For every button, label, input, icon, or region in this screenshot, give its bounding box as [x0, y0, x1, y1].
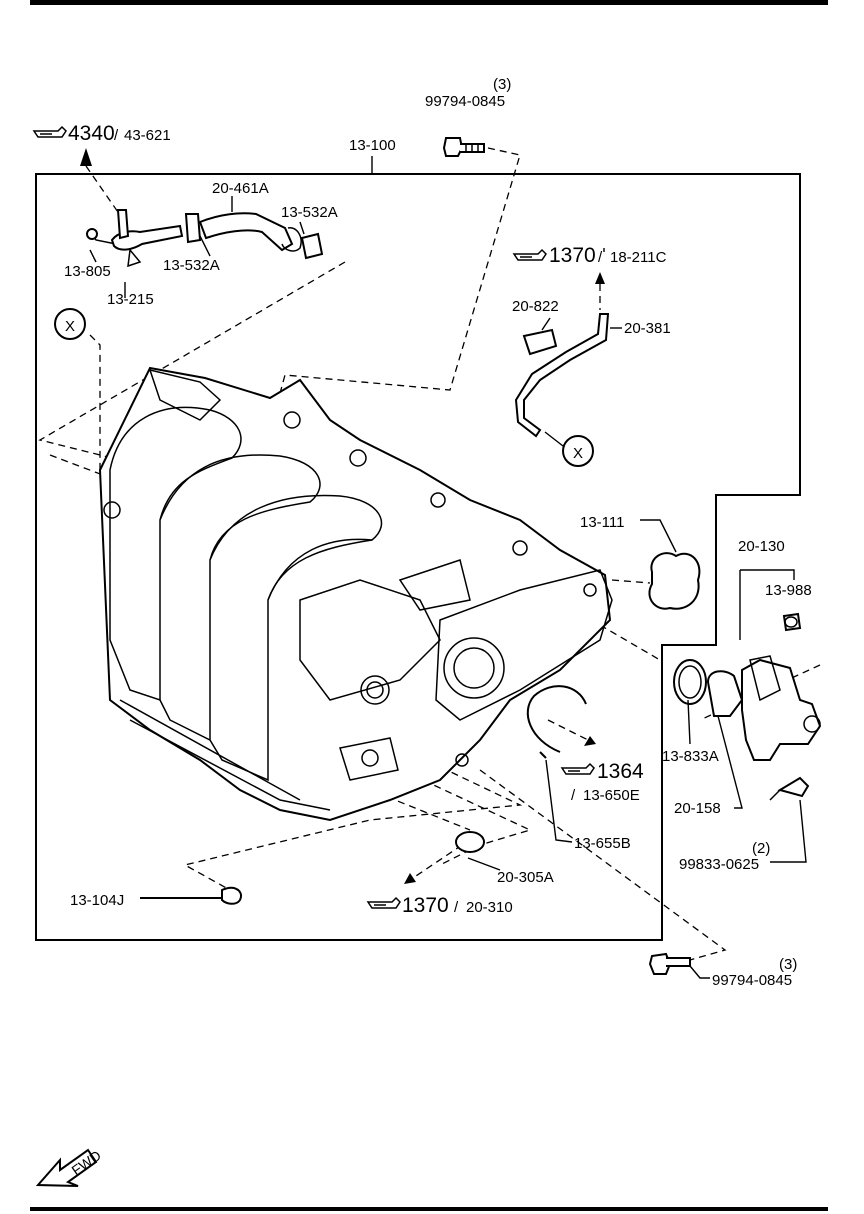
- label-13-655b: 13-655B: [574, 835, 631, 852]
- ref-4340-sep: /: [114, 127, 119, 144]
- ref-4340: 4340: [68, 122, 115, 145]
- label-13-532a-left: 13-532A: [163, 257, 220, 274]
- thermostat-housing: [673, 612, 822, 761]
- label-20-130: 20-130: [738, 538, 785, 555]
- label-20-381: 20-381: [624, 320, 671, 337]
- plug-13-104j: [221, 886, 242, 905]
- dash-20-305a: [379, 759, 532, 866]
- hand-pointer-icon: [512, 248, 547, 261]
- dash-pipe: [38, 261, 346, 461]
- label-13-215: 13-215: [107, 291, 154, 308]
- label-13-532a-right: 13-532A: [281, 204, 338, 221]
- bolt-top: [442, 137, 485, 157]
- label-13-100: 13-100: [349, 137, 396, 154]
- label-20-822: 20-822: [512, 298, 559, 315]
- bolt-bottom: [648, 952, 691, 975]
- water-pipe-assembly: [86, 209, 324, 268]
- dash-13-111: [611, 579, 651, 584]
- arrow-up-icon: [595, 272, 605, 284]
- ref-1370-a-sep: /: [598, 249, 603, 266]
- ref-1364: 1364: [597, 760, 644, 783]
- label-20-158: 20-158: [674, 800, 721, 817]
- label-13-104j: 13-104J: [70, 892, 124, 909]
- ref-18-211c: 18-211C: [610, 249, 667, 266]
- label-99794-top: 99794-0845: [425, 93, 505, 110]
- ref-1370-b-sep: /: [454, 899, 459, 916]
- dash-bottom-bolt: [479, 769, 727, 961]
- x-mark-left: X: [54, 308, 86, 340]
- label-99794-bottom: 99794-0845: [712, 972, 792, 989]
- ref-1370-a: 1370: [549, 244, 596, 267]
- ref-13-650e: 13-650E: [583, 787, 640, 804]
- qty-top-bolt: (3): [493, 76, 511, 93]
- label-99833-0625: 99833-0625: [679, 856, 759, 873]
- label-13-833a: 13-833A: [662, 748, 719, 765]
- ref-1370-b: 1370: [402, 894, 449, 917]
- x-mark-right: X: [562, 435, 594, 467]
- label-13-988: 13-988: [765, 582, 812, 599]
- hand-pointer-icon: [32, 125, 67, 138]
- dash-top-bolt: [269, 147, 521, 431]
- hand-pointer-icon: [560, 762, 595, 775]
- o-ring-20-305a: [455, 831, 485, 853]
- ref-1364-sep: /: [571, 787, 576, 804]
- bottom-rule: [30, 1207, 828, 1211]
- fwd-arrow-icon: FWD: [35, 1147, 104, 1187]
- vacuum-hose: [514, 313, 610, 438]
- dash-plate: [599, 624, 661, 661]
- x-mark-left-label: X: [65, 318, 75, 335]
- intake-manifold: [98, 366, 613, 822]
- gasket-13-111: [648, 552, 701, 610]
- label-20-305a: 20-305A: [497, 869, 554, 886]
- label-13-111: 13-111: [580, 514, 624, 531]
- label-13-805: 13-805: [64, 263, 111, 280]
- ref-20-310: 20-310: [466, 899, 513, 916]
- x-mark-right-label: X: [573, 445, 583, 462]
- arrow-up-icon: [80, 148, 92, 166]
- arrow-down-icon: [404, 873, 416, 884]
- bolt-99833: [769, 776, 810, 801]
- ref-43-621: 43-621: [124, 127, 171, 144]
- label-20-461a: 20-461A: [212, 180, 269, 197]
- hand-pointer-icon: [366, 896, 401, 909]
- gasket-13-655b: [526, 685, 587, 753]
- assembly-boundary: [35, 173, 801, 941]
- top-rule: [30, 0, 828, 5]
- qty-99833: (2): [752, 840, 770, 857]
- arrow-right-icon: [584, 736, 596, 746]
- qty-bottom-bolt: (3): [779, 956, 797, 973]
- dash-x-left: [89, 334, 111, 501]
